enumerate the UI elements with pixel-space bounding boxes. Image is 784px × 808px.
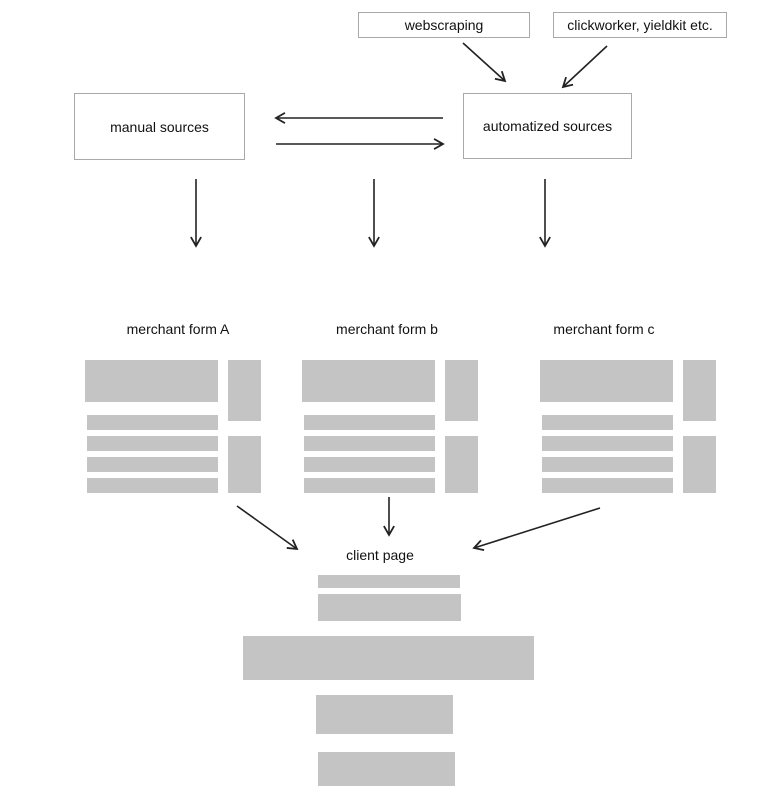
merchant-form-c-wireframe xyxy=(540,360,716,496)
client-page-placeholder-bar xyxy=(316,695,453,734)
placeholder-header-block xyxy=(302,360,435,402)
placeholder-row-block xyxy=(542,457,673,472)
merchant-form-b-wireframe xyxy=(302,360,478,496)
merchant-form-a-wireframe xyxy=(85,360,261,496)
placeholder-side-block xyxy=(228,360,261,421)
placeholder-header-block xyxy=(540,360,673,402)
placeholder-row-block xyxy=(87,415,218,430)
placeholder-side-block xyxy=(683,360,716,421)
node-automatized-sources: automatized sources xyxy=(463,93,632,159)
placeholder-row-block xyxy=(304,478,435,493)
placeholder-side-block xyxy=(445,360,478,421)
merchant-form-a-label: merchant form A xyxy=(126,321,230,337)
arrow-clickworker-to-automatized xyxy=(561,45,608,89)
arrow-webscraping-to-automatized xyxy=(462,42,507,83)
client-page-placeholder-bar xyxy=(318,594,461,621)
placeholder-row-block xyxy=(304,436,435,451)
placeholder-row-block xyxy=(542,415,673,430)
client-page-placeholder-bar xyxy=(318,575,460,588)
placeholder-row-block xyxy=(87,436,218,451)
client-page-placeholder-wide-bar xyxy=(243,636,534,680)
arrow-form-c-to-client xyxy=(472,507,601,552)
client-page-placeholder-bar xyxy=(318,752,455,786)
placeholder-row-block xyxy=(87,478,218,493)
placeholder-row-block xyxy=(542,436,673,451)
arrow-form-a-to-client xyxy=(236,505,299,551)
node-manual-sources-label: manual sources xyxy=(110,118,209,135)
placeholder-row-block xyxy=(87,457,218,472)
merchant-form-b-label: merchant form b xyxy=(336,321,438,337)
placeholder-side-block xyxy=(683,436,716,493)
merchant-form-c-label: merchant form c xyxy=(553,321,655,337)
placeholder-header-block xyxy=(85,360,218,402)
node-webscraping-label: webscraping xyxy=(404,17,484,33)
placeholder-side-block xyxy=(445,436,478,493)
node-manual-sources: manual sources xyxy=(74,93,245,160)
client-page-label: client page xyxy=(346,547,414,563)
placeholder-row-block xyxy=(304,457,435,472)
node-clickworker-label: clickworker, yieldkit etc. xyxy=(567,17,713,33)
placeholder-row-block xyxy=(542,478,673,493)
node-webscraping: webscraping xyxy=(358,12,530,38)
placeholder-side-block xyxy=(228,436,261,493)
placeholder-row-block xyxy=(304,415,435,430)
node-automatized-sources-label: automatized sources xyxy=(482,118,613,134)
node-clickworker: clickworker, yieldkit etc. xyxy=(553,12,727,38)
